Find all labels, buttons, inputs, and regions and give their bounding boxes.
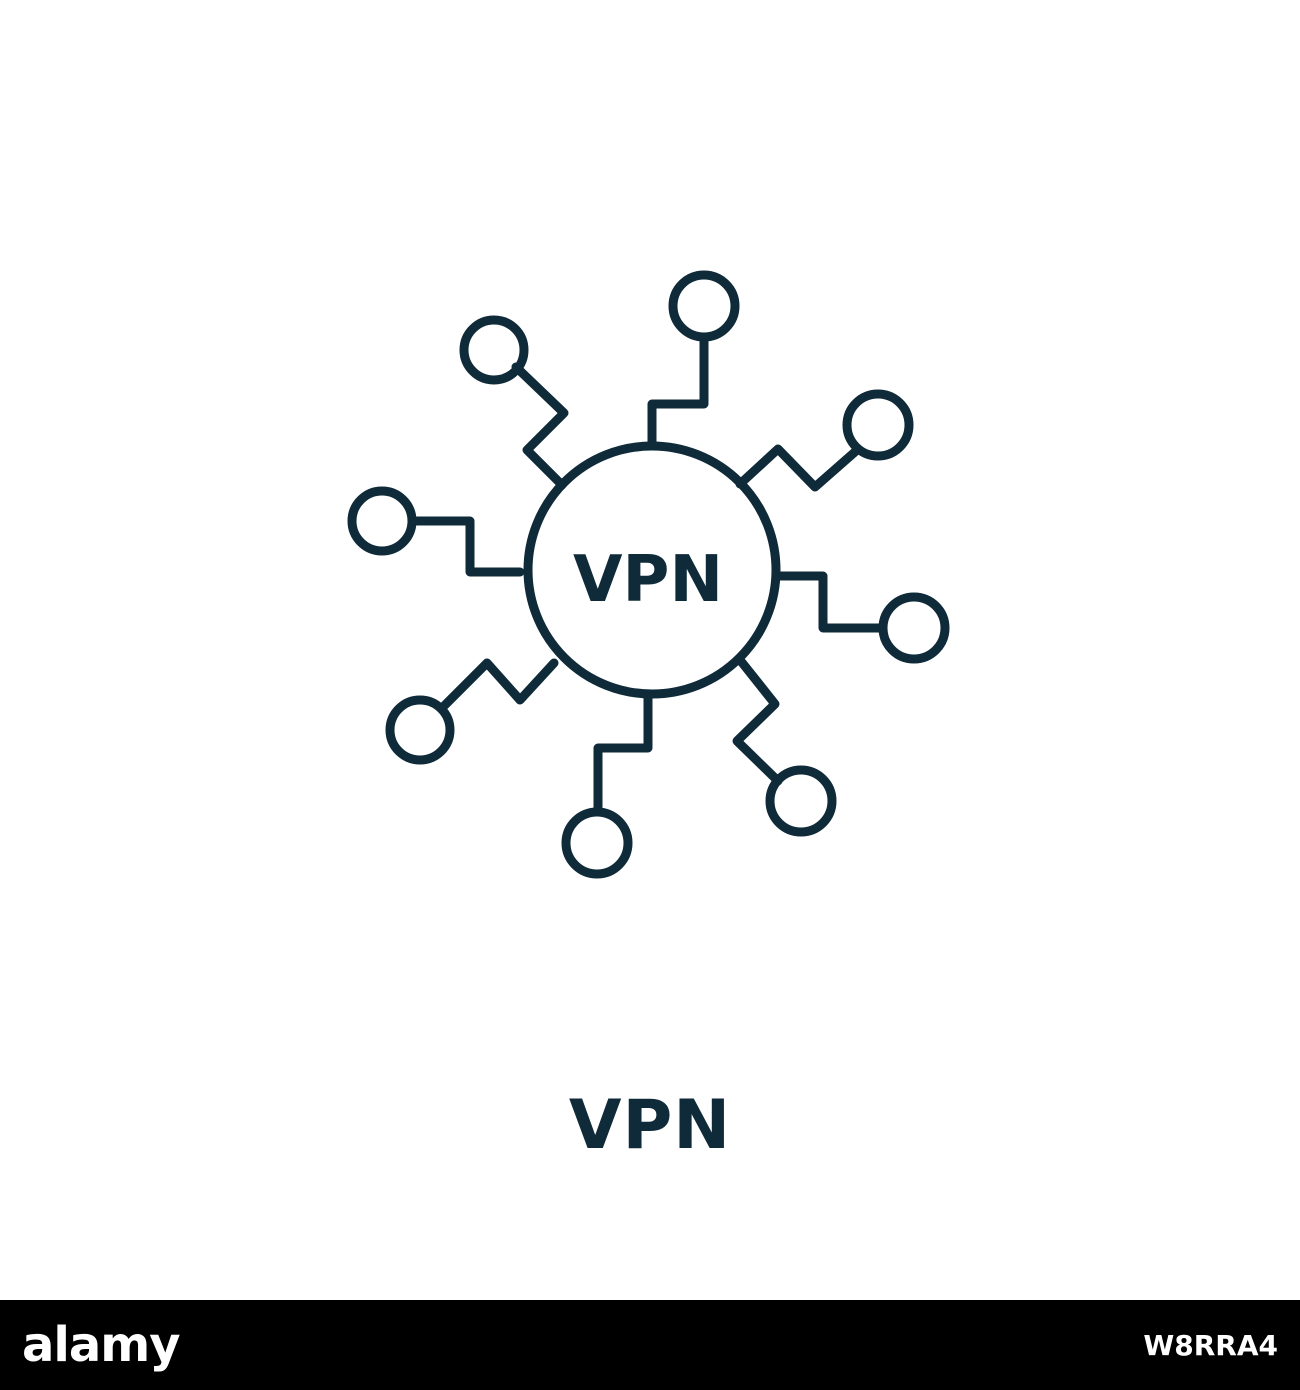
connector-lower-right — [732, 655, 783, 786]
connector-right — [775, 571, 887, 633]
connector-bottom — [593, 689, 653, 816]
node-upper-left — [459, 315, 529, 385]
vpn-network-icon: VPN — [347, 270, 950, 879]
node-lower-right — [765, 765, 837, 837]
connector-top — [647, 333, 709, 451]
node-left — [347, 486, 417, 556]
node-top — [668, 270, 740, 342]
connector-upper-right — [735, 444, 861, 492]
watermark-logo: alamy — [22, 1317, 181, 1373]
connector-left — [408, 516, 525, 577]
watermark-bar — [0, 1300, 1300, 1390]
image-id: W8RRA4 — [1143, 1329, 1278, 1362]
icon-caption: VPN — [568, 1086, 732, 1165]
node-right — [878, 592, 950, 664]
connector-upper-left — [511, 362, 569, 490]
node-lower-left — [385, 695, 455, 765]
vpn-hub-label: VPN — [573, 543, 723, 617]
node-upper-right — [842, 389, 914, 461]
connector-lower-left — [438, 658, 559, 712]
node-bottom — [561, 807, 633, 879]
